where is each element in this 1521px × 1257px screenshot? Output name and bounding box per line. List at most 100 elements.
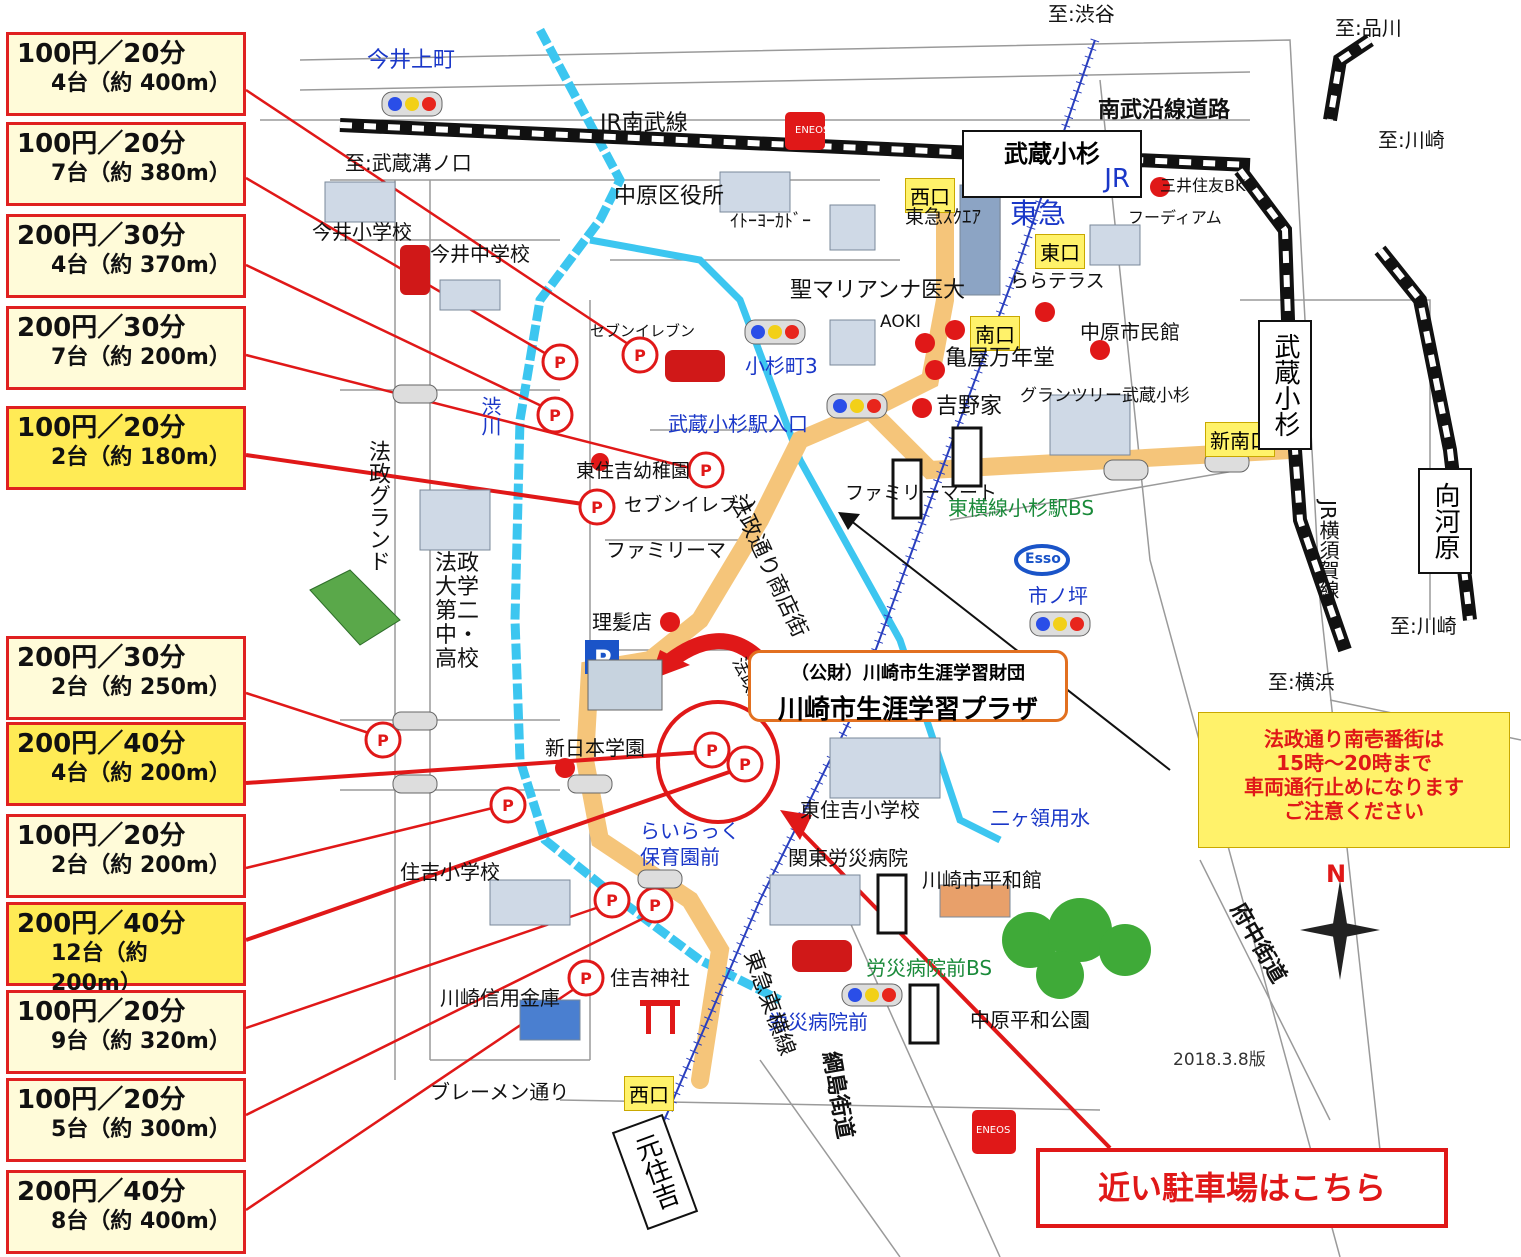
station-mukaigawara: 向河原 bbox=[1418, 468, 1472, 574]
place-sumiyoshi-shrine: 住吉神社 bbox=[610, 966, 690, 990]
place-barber: 理髪店 bbox=[592, 610, 652, 634]
place-yoshinoya: 吉野家 bbox=[936, 394, 1003, 419]
version-label: 2018.3.8版 bbox=[1173, 1050, 1266, 1070]
place-seven2: セブンイレブン bbox=[624, 494, 758, 516]
traffic-light-lamps bbox=[388, 97, 1084, 1002]
place-higashisumiyoshi-kg: 東住吉幼稚園 bbox=[576, 460, 691, 482]
parking-detail: 9台（約 320m） bbox=[51, 1029, 231, 1054]
shrine-gate bbox=[640, 1000, 680, 1034]
notice-arrow bbox=[849, 519, 1171, 771]
esso-label: Esso bbox=[1025, 551, 1061, 567]
place-nakahara-ward: 中原区役所 bbox=[614, 184, 725, 209]
parking-detail: 7台（約 380m） bbox=[51, 161, 231, 186]
parking-price: 100円／20分 bbox=[17, 821, 186, 851]
place-lala: ららテラス bbox=[1010, 270, 1105, 292]
place-rosai-mae: 労災病院前 bbox=[768, 1010, 868, 1034]
parking-price: 100円／20分 bbox=[17, 39, 186, 69]
direction-kawasaki-bottom: 至:川崎 bbox=[1390, 614, 1457, 638]
parking-detail: 2台（約 180m） bbox=[51, 445, 231, 470]
parking-price: 200円／30分 bbox=[17, 221, 186, 251]
road-nambu: 南武沿線道路 bbox=[1098, 98, 1231, 123]
place-familymart2: ファミリーマ bbox=[606, 538, 726, 562]
place-familymart1: ファミリーマート bbox=[845, 482, 998, 504]
car-icon bbox=[400, 245, 430, 295]
eneos-badge-top bbox=[785, 112, 825, 150]
place-imai-elem: 今井小学校 bbox=[312, 220, 412, 244]
notice-line1: 法政通り南壱番街は bbox=[1264, 727, 1444, 751]
line-yokosuka: JR横須賀線 bbox=[1316, 500, 1340, 600]
heiwa-park-trees bbox=[1002, 898, 1151, 999]
place-heiwakan: 川崎市平和館 bbox=[922, 868, 1042, 892]
place-ichinotsubo: 市ノ坪 bbox=[1028, 584, 1088, 608]
parking-detail: 7台（約 200m） bbox=[51, 345, 231, 370]
exit-south: 南口 bbox=[970, 316, 1020, 351]
parking-price: 200円／40分 bbox=[17, 729, 186, 759]
parking-price: 200円／30分 bbox=[17, 643, 186, 673]
station-musashikosugi: 武蔵小杉 JR bbox=[962, 130, 1142, 198]
parking-detail: 4台（約 400m） bbox=[51, 71, 231, 96]
parking-price: 200円／40分 bbox=[17, 1177, 186, 1207]
svg-text:P: P bbox=[502, 796, 514, 815]
place-hosei-ground: 法政グランド bbox=[365, 440, 390, 572]
line-nambu: JR南武線 bbox=[600, 111, 688, 136]
rail-toyoko bbox=[659, 39, 1096, 1131]
svg-text:P: P bbox=[606, 891, 618, 910]
place-seven1: セブンイレブン bbox=[590, 322, 696, 340]
station-jr-label: JR bbox=[1104, 164, 1130, 194]
place-heiwa-park: 中原平和公園 bbox=[970, 1008, 1090, 1032]
place-musashikosugi-entrance: 武蔵小杉駅入口 bbox=[668, 412, 808, 436]
exit-west: 西口 bbox=[905, 178, 955, 213]
station-musashikosugi-label: 武蔵小杉 bbox=[1004, 140, 1100, 168]
place-aoki: AOKI bbox=[880, 312, 921, 332]
parking-detail: 2台（約 250m） bbox=[51, 675, 231, 700]
car-icon bbox=[665, 350, 725, 382]
road-closure-notice: 法政通り南壱番街は 15時～20時まで 車両通行止めになります ご注意ください bbox=[1198, 712, 1510, 848]
place-nakahara-shimin: 中原市民館 bbox=[1080, 320, 1180, 344]
parking-detail: 4台（約 370m） bbox=[51, 253, 231, 278]
direction-shibuya: 至:渋谷 bbox=[1048, 2, 1115, 26]
exit-west-motosumiyoshi: 西口 bbox=[624, 1076, 674, 1111]
direction-shinagawa: 至:品川 bbox=[1335, 16, 1402, 40]
svg-text:P: P bbox=[739, 755, 751, 774]
place-ito-yokado: ｲﾄｰﾖｰｶﾄﾞｰ bbox=[730, 211, 811, 232]
place-imai-jhs: 今井中学校 bbox=[430, 242, 530, 266]
station-tokyu-label: 東急 bbox=[1010, 197, 1067, 230]
place-shinkin: 川崎信用金庫 bbox=[440, 986, 560, 1010]
near-parking-label: 近い駐車場はこちら bbox=[1036, 1148, 1448, 1228]
esso-badge bbox=[1014, 544, 1070, 576]
parking-price: 100円／20分 bbox=[17, 413, 186, 443]
svg-text:P: P bbox=[649, 896, 661, 915]
place-toyoko-bs: 東横線小杉駅BS bbox=[948, 496, 1095, 520]
direction-mizonokuchi: 至:武蔵溝ノ口 bbox=[345, 151, 472, 175]
parking-detail: 5台（約 300m） bbox=[51, 1117, 231, 1142]
road-bremen: ブレーメン通り bbox=[430, 1080, 570, 1104]
compass-icon bbox=[1300, 880, 1380, 980]
plaza-name: 川崎市生涯学習プラザ bbox=[777, 695, 1038, 725]
plaza-org: （公財）川崎市生涯学習財団 bbox=[791, 663, 1025, 684]
bus-stop-signs bbox=[876, 426, 983, 1045]
place-lailakku: らいらっく保育園前 bbox=[640, 819, 740, 869]
place-kanto-rosai: 関東労災病院 bbox=[788, 846, 908, 870]
landmark-dots bbox=[555, 177, 1170, 778]
direction-yokohama: 至:横浜 bbox=[1268, 670, 1335, 694]
main-roads bbox=[575, 181, 1299, 1089]
parking-price: 200円／30分 bbox=[17, 313, 186, 343]
plaza-callout: （公財）川崎市生涯学習財団 川崎市生涯学習プラザ bbox=[748, 650, 1068, 725]
place-rosai-bs: 労災病院前BS bbox=[866, 956, 993, 980]
place-kosugicho: 小杉町3 bbox=[745, 354, 818, 378]
parking-detail: 4台（約 200m） bbox=[51, 761, 231, 786]
station-musashikosugi-yokosuka: 武蔵小杉 bbox=[1258, 320, 1312, 450]
eneos-label-bottom: ENEOS bbox=[976, 1125, 1011, 1136]
car-icon bbox=[792, 940, 852, 972]
